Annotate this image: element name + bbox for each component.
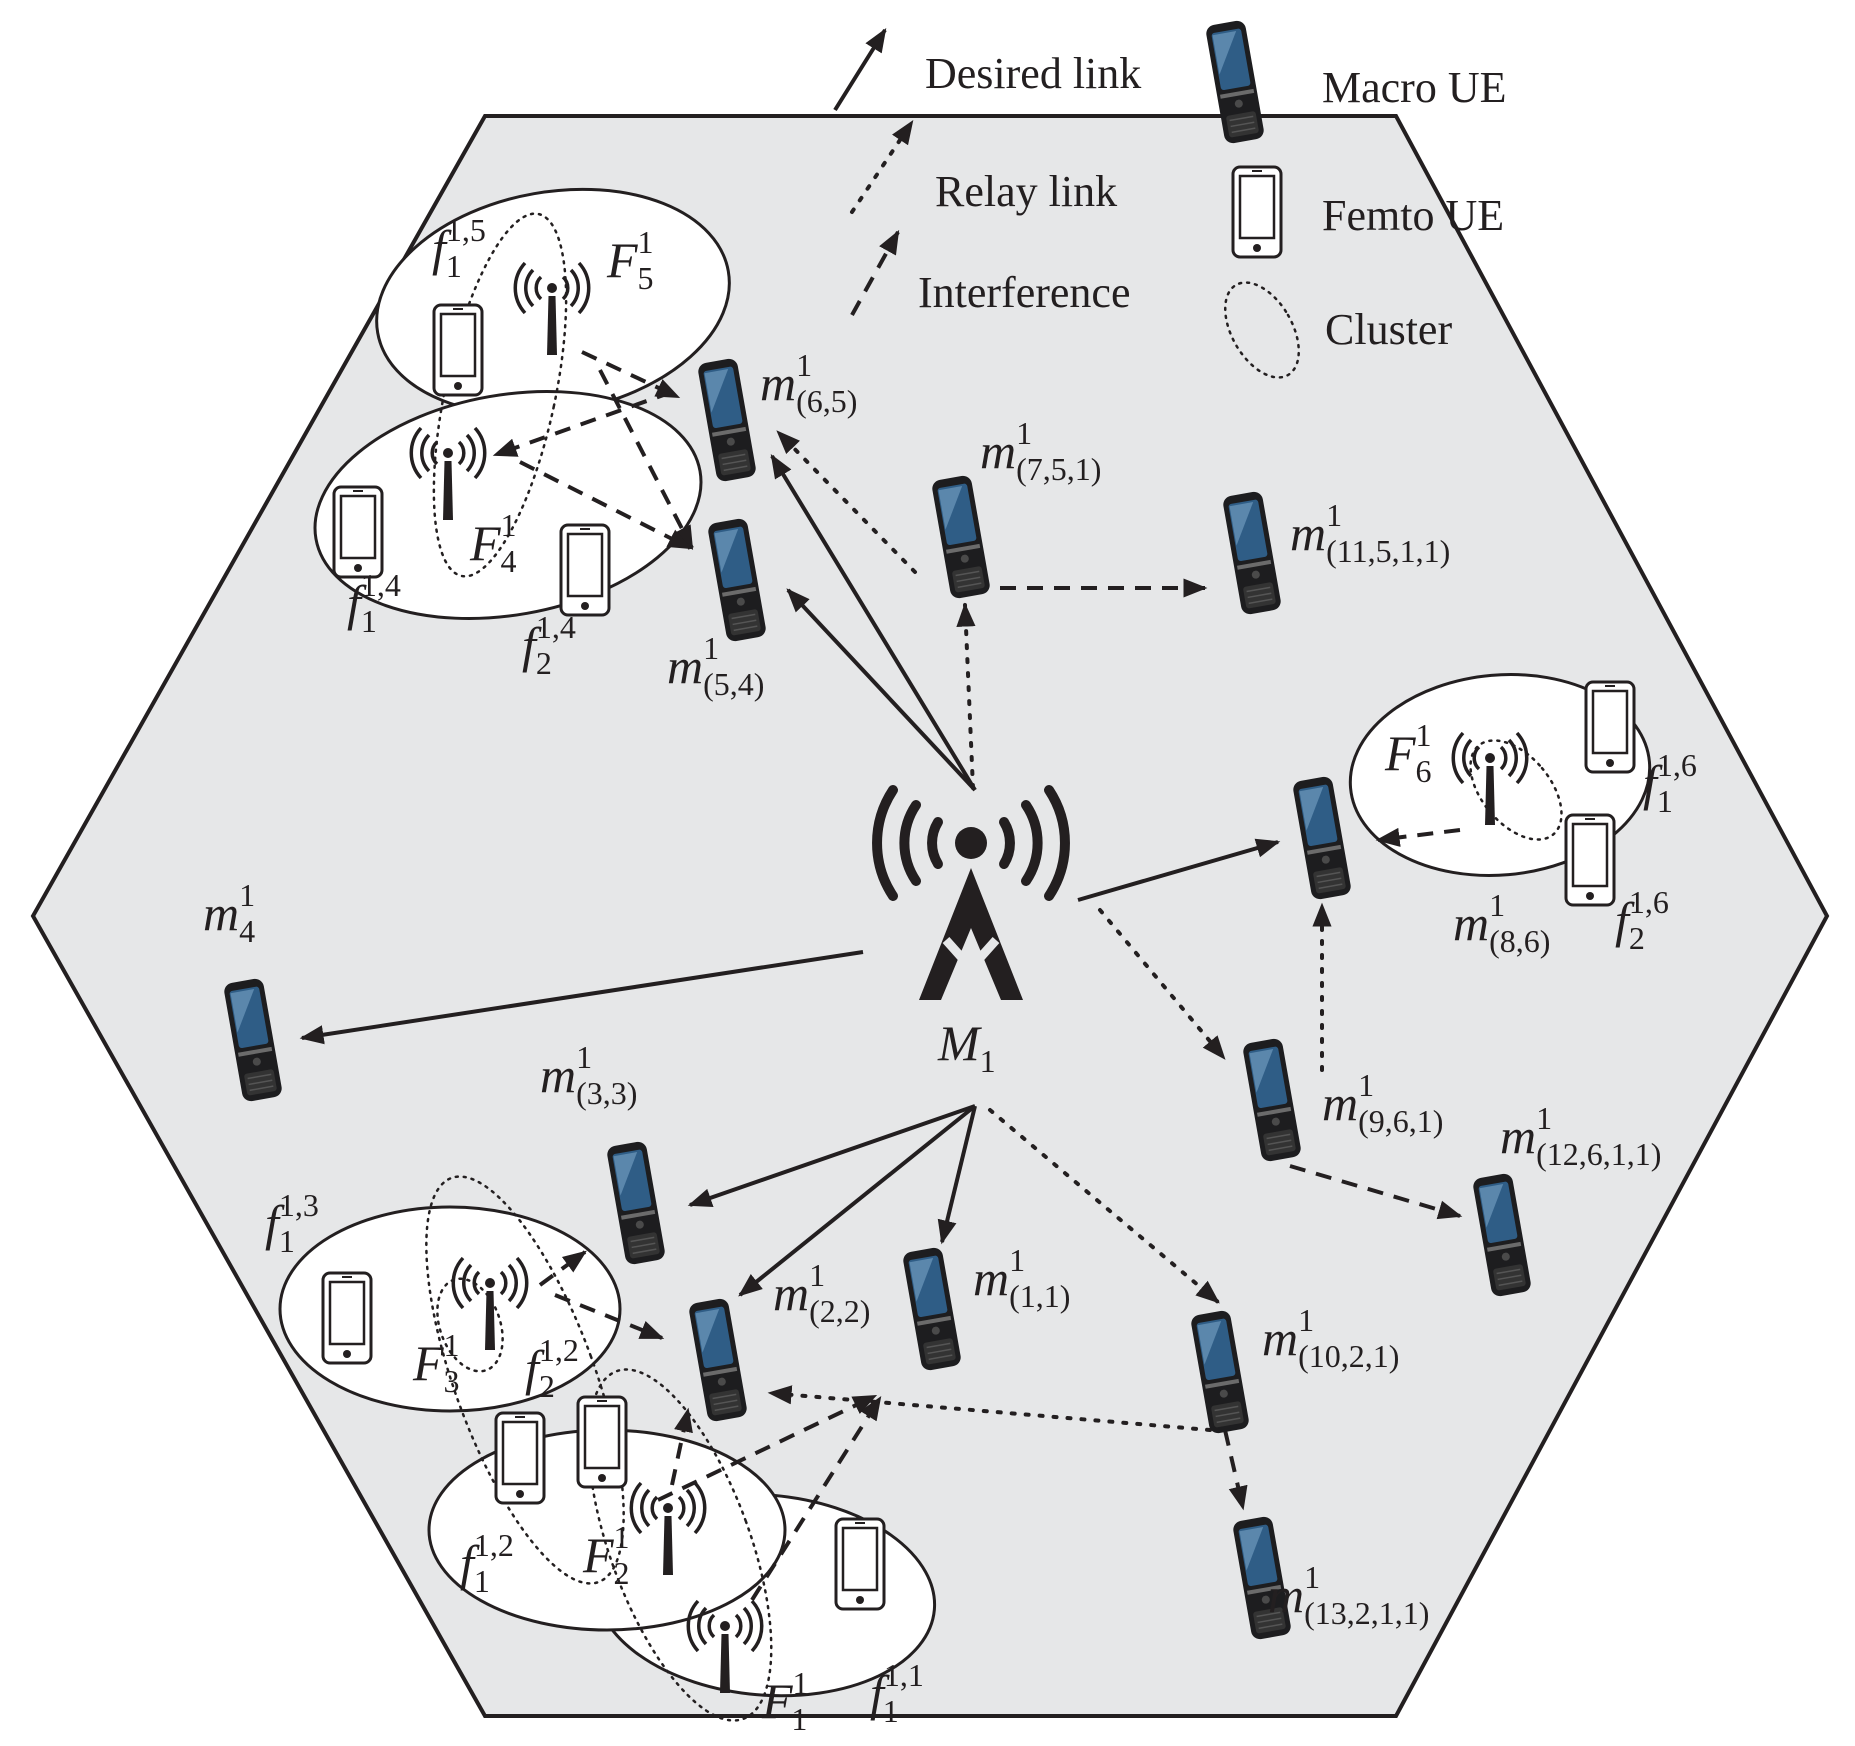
legend-cluster: Cluster [1325,305,1452,354]
label-m-7-5-1: m1(7,5,1) [980,415,1101,487]
legend-relay-arrow [850,120,914,214]
femto-ue-icon [1564,813,1616,907]
label-m-2-2: m1(2,2) [773,1257,870,1329]
label-m-5-4: m1(5,4) [667,630,764,702]
label-m-1-1: m1(1,1) [973,1242,1070,1314]
cluster-ellipse [432,212,568,578]
interference-links [492,350,1463,1602]
legend-femto-ue: Femto UE [1322,191,1504,240]
label-m-12-6-1-1: m1(12,6,1,1) [1500,1100,1661,1172]
cluster-ellipse [587,1368,773,1722]
macro-bs-label: M1 [937,1015,996,1079]
legend-interference: Interference [918,268,1130,317]
cluster-ellipse [425,1175,625,1585]
label-m-6-5: m1(6,5) [760,347,857,419]
femto-ue-icon [834,1517,886,1611]
femto-ue-icon [332,485,384,579]
femto-ue-icon [1584,680,1636,774]
legend-macro-ue: Macro UE [1322,63,1507,112]
legend-cluster-icon [1223,281,1301,379]
label-m-3-3: m1(3,3) [540,1039,637,1111]
label-m-9-6-1: m1(9,6,1) [1322,1067,1443,1139]
legend-femto-ue-icon [1231,165,1283,259]
legend-relay-link: Relay link [935,167,1117,216]
macro-cell-hexagon [30,114,1830,1718]
label-m-10-2-1: m1(10,2,1) [1262,1302,1399,1374]
legend-desired-link: Desired link [925,49,1141,98]
legend-desired-arrow [833,27,887,112]
femto-ue-icon [576,1395,628,1489]
legend-interference-arrow [850,229,900,316]
femto-ue-icon [559,523,611,617]
desired-links [299,453,1281,1297]
relay-links [767,430,1332,1432]
legend: Desired link Relay link Interference Mac… [833,18,1507,379]
femto-ue-icon [432,303,484,397]
femto-ue-icon [321,1271,373,1365]
femto-ue-icon [494,1411,546,1505]
macro-base-station-icon [872,785,1070,1000]
label-m-8-6: m1(8,6) [1453,887,1550,959]
label-m-11-5-1-1: m1(11,5,1,1) [1290,497,1450,569]
label-m-13-2-1-1: m1(13,2,1,1) [1268,1559,1429,1631]
